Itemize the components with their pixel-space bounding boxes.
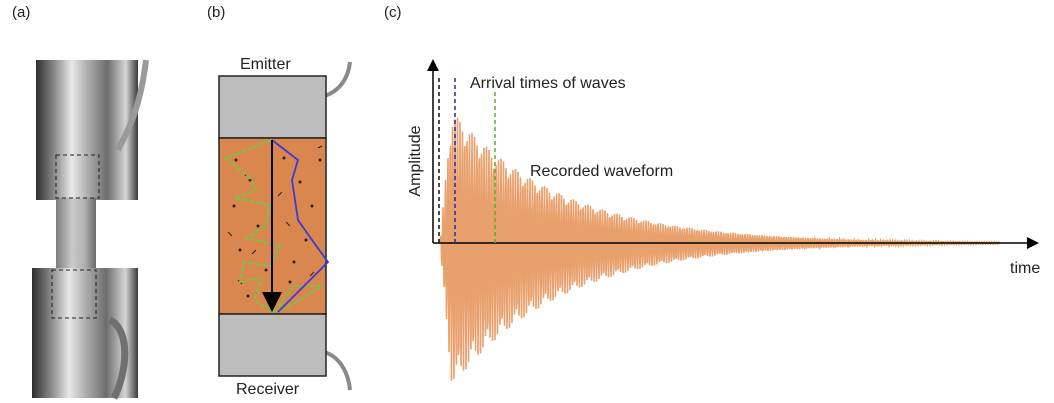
panel-label-c: (c) xyxy=(384,4,402,21)
specimen-photo xyxy=(32,59,149,400)
recorded-waveform-annotation: Recorded waveform xyxy=(530,163,674,180)
waveform-trace xyxy=(439,117,1001,381)
emitter-cable xyxy=(323,61,352,98)
emitter-block xyxy=(218,75,327,139)
recorded-waveform xyxy=(439,117,1001,381)
receiver-label: Receiver xyxy=(236,381,300,398)
upper-platen xyxy=(36,60,138,200)
panel-label-b: (b) xyxy=(207,4,226,21)
waveform-panel xyxy=(427,59,1039,381)
dashed-box-lower xyxy=(51,269,97,319)
dashed-box-upper xyxy=(55,154,100,199)
reflected-wave-path xyxy=(271,139,330,313)
lower-cable xyxy=(108,316,129,400)
receiver-block xyxy=(218,313,327,377)
rock-sample xyxy=(56,198,96,270)
scattered-wave-path xyxy=(224,139,326,314)
receiver-cable xyxy=(323,350,352,391)
upper-cable xyxy=(115,59,149,152)
schematic xyxy=(218,61,352,391)
emitter-label: Emitter xyxy=(240,56,291,73)
panel-label-a: (a) xyxy=(12,4,31,21)
arrival-times-annotation: Arrival times of waves xyxy=(470,75,626,92)
particles xyxy=(232,156,322,298)
x-axis-label: time xyxy=(1010,260,1041,277)
